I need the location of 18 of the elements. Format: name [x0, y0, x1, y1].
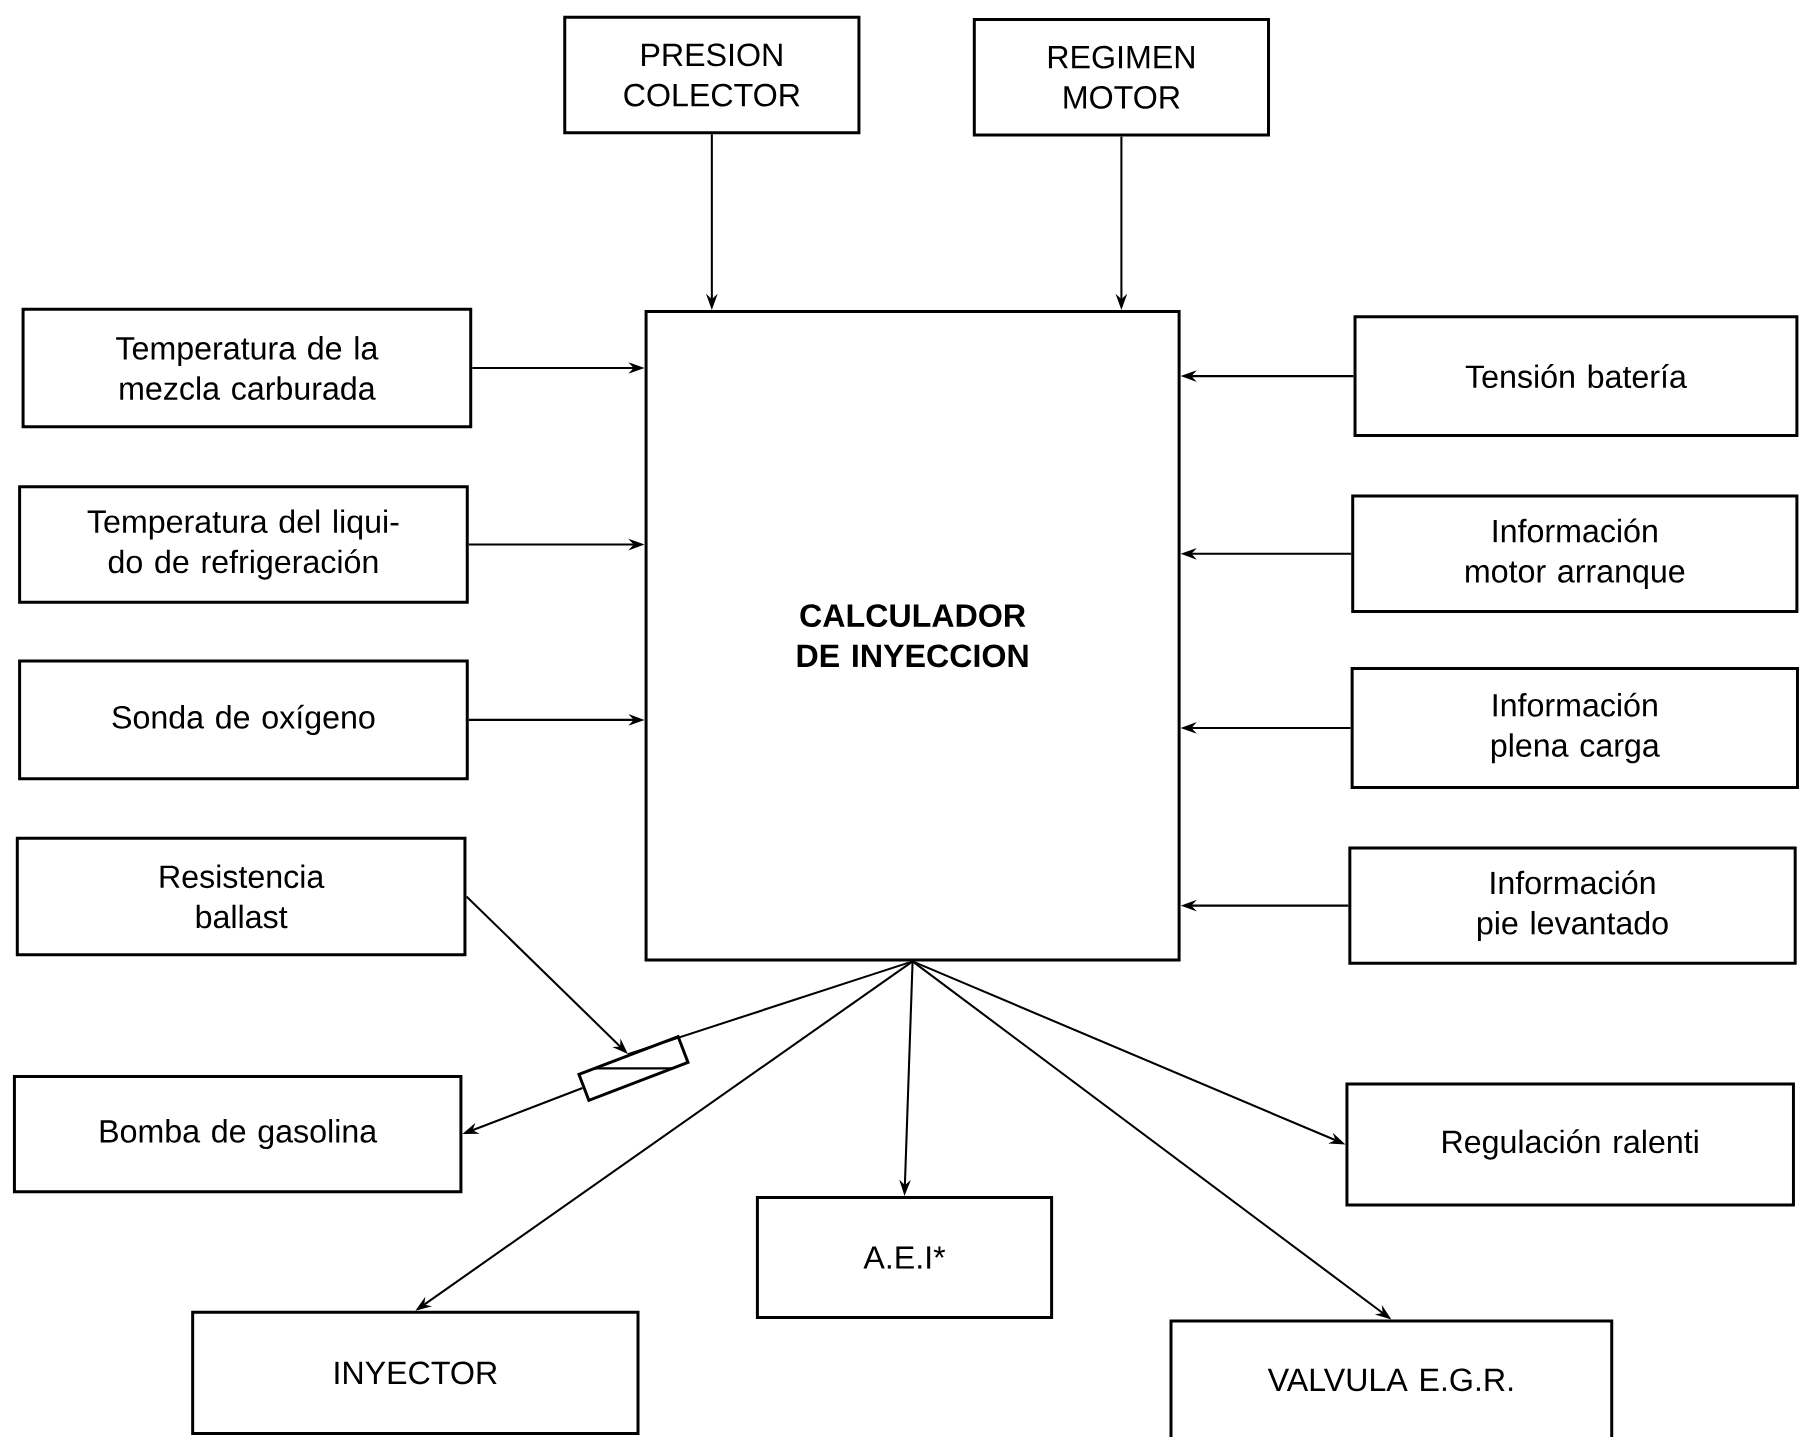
sensor-box: Información motor arranque: [1351, 494, 1799, 613]
actuator-box: VALVULA E.G.R.: [1169, 1319, 1614, 1437]
sensor-box: Temperatura del liqui- do de refrigeración: [18, 485, 469, 604]
sensor-box: Información pie levantado: [1348, 846, 1797, 965]
calculator-box: CALCULADOR DE INYECCION: [644, 309, 1181, 962]
leader-line: [627, 960, 913, 1055]
sensor-box: Sonda de oxígeno: [18, 659, 469, 780]
component-box: Resistencia ballast: [15, 836, 467, 956]
resistor-symbol: [577, 1034, 690, 1103]
sensor-box: Temperatura de la mezcla carburada: [21, 307, 473, 429]
sensor-box: Información plena carga: [1350, 666, 1799, 789]
sensor-box: Tensión batería: [1353, 314, 1799, 437]
actuator-box: Regulación ralenti: [1345, 1082, 1795, 1207]
actuator-box: Bomba de gasolina: [12, 1074, 463, 1194]
sensor-box: REGIMEN MOTOR: [972, 17, 1270, 137]
actuator-box: INYECTOR: [191, 1310, 640, 1435]
sensor-box: PRESION COLECTOR: [563, 15, 861, 134]
actuator-box: A.E.I*: [755, 1195, 1054, 1319]
